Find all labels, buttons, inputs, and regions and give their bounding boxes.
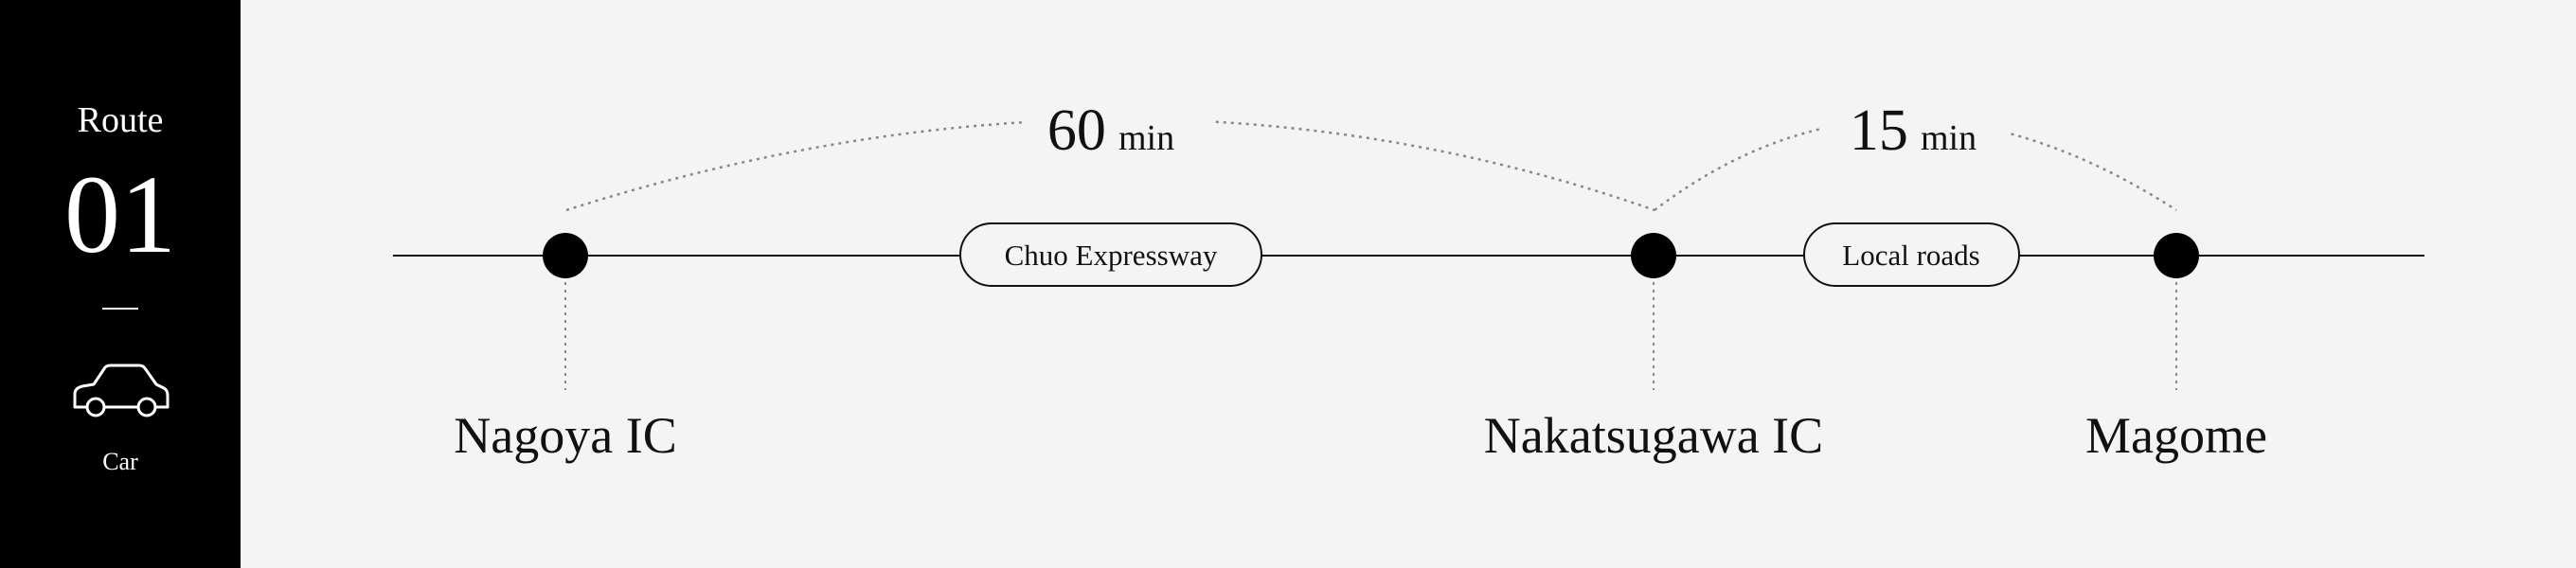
duration-arc-2	[1654, 117, 2177, 212]
duration-value-1: 60	[1047, 98, 1106, 163]
duration-unit-1: min	[1118, 118, 1174, 158]
road-pill-2	[1803, 222, 2020, 287]
duration-unit-2: min	[1921, 118, 1977, 158]
stop-marker-3	[2154, 233, 2199, 278]
stop-name-2: Nakatsugawa IC	[1484, 407, 1823, 464]
stop-name-3: Magome	[2085, 407, 2267, 464]
road-pill-1	[959, 222, 1262, 287]
transport-mode-label: Car	[102, 448, 138, 475]
duration-arc-1	[565, 117, 1655, 212]
route-label: Route	[77, 100, 164, 140]
car-icon	[73, 364, 170, 417]
stop-name-1: Nagoya IC	[454, 407, 676, 464]
duration-value-2: 15	[1850, 98, 1908, 163]
duration-mask-2	[1823, 91, 2009, 172]
duration-label-1: 60 min	[1047, 98, 1174, 163]
road-label-2: Local roads	[1842, 239, 1979, 272]
duration-label-2: 15 min	[1850, 98, 1977, 163]
route-sidebar: Route 01 Car	[0, 0, 241, 568]
stop-marker-2	[1631, 233, 1676, 278]
sidebar-divider	[102, 308, 138, 310]
stop-marker-1	[543, 233, 588, 278]
road-label-1: Chuo Expressway	[1005, 239, 1218, 272]
route-number: 01	[64, 152, 176, 276]
duration-mask-1	[1023, 91, 1212, 172]
